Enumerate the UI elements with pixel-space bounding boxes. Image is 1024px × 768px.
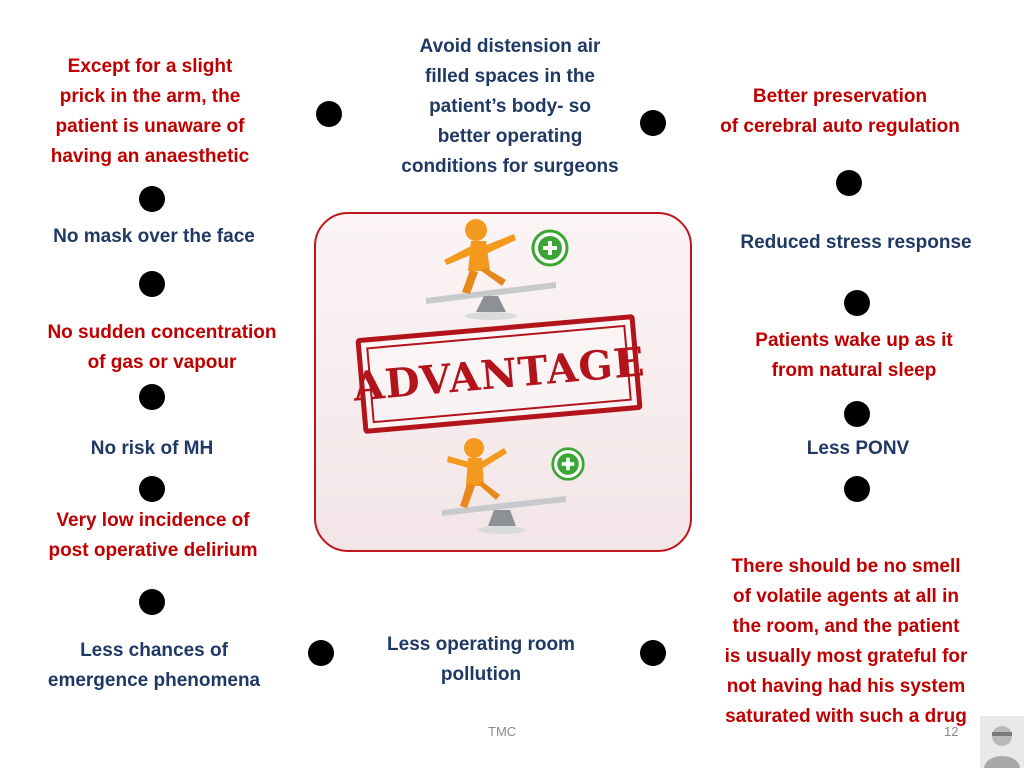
advantage-item-less-ponv: Less PONV (806, 438, 910, 459)
bullet-dot (139, 476, 165, 502)
advantage-item-no-awareness: Except for a slight prick in the arm, th… (50, 56, 250, 167)
advantage-item-cerebral-autoregulation: Better preservation of cerebral auto reg… (720, 86, 960, 137)
bullet-dot (844, 290, 870, 316)
person-on-seesaw-icon (442, 438, 566, 534)
bullet-dot (139, 271, 165, 297)
bullet-dot (308, 640, 334, 666)
bullet-dot (139, 384, 165, 410)
stamp-text: ADVANTAGE (351, 337, 647, 411)
advantage-item-no-volatile-smell: There should be no smell of volatile age… (724, 556, 968, 727)
bullet-dot (844, 401, 870, 427)
advantage-item-less-or-pollution: Less operating room pollution (387, 634, 575, 685)
advantage-item-no-gas-concentration: No sudden concentration of gas or vapour (47, 322, 277, 373)
advantage-item-natural-wakeup: Patients wake up as it from natural slee… (755, 330, 953, 381)
plus-circle-icon (531, 229, 569, 267)
bullet-dot (139, 186, 165, 212)
advantage-item-avoid-distension: Avoid distension air filled spaces in th… (401, 36, 619, 177)
bullet-dot (139, 589, 165, 615)
person-on-seesaw-icon (426, 219, 556, 320)
advantage-item-low-delirium: Very low incidence of post operative del… (48, 510, 258, 561)
advantage-stamp: ADVANTAGE (351, 313, 647, 435)
bullet-dot (316, 101, 342, 127)
advantage-item-no-mh-risk: No risk of MH (90, 438, 214, 459)
advantage-item-less-emergence-phenomena: Less chances of emergence phenomena (47, 640, 261, 691)
advantage-item-no-mask: No mask over the face (53, 226, 255, 247)
advantage-graphic-panel: ADVANTAGE (314, 212, 692, 552)
bullet-dot (640, 110, 666, 136)
bullet-dot (844, 476, 870, 502)
bullet-dot (836, 170, 862, 196)
avatar (980, 716, 1024, 768)
footer-label: TMC (488, 724, 517, 739)
page-number: 12 (944, 724, 959, 739)
advantage-item-reduced-stress: Reduced stress response (740, 232, 972, 253)
bullet-dot (640, 640, 666, 666)
plus-circle-icon (551, 447, 585, 481)
